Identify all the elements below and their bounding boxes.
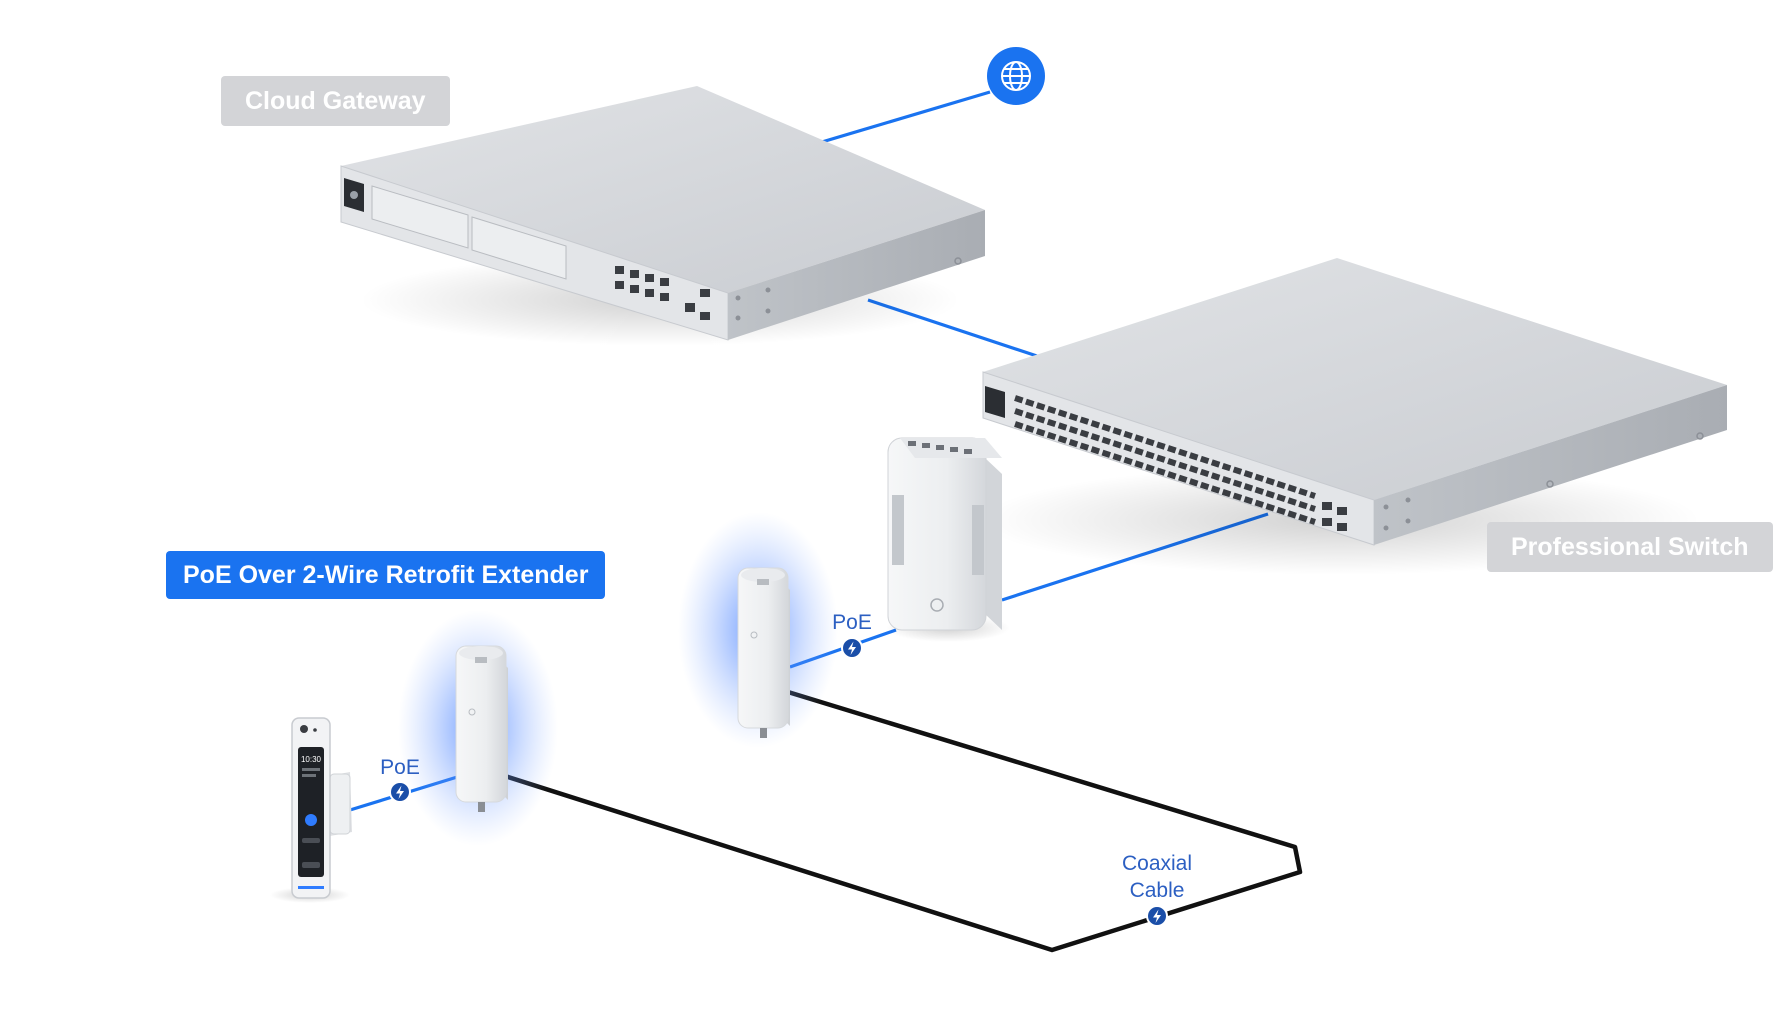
gateway-ethernet-ports xyxy=(615,266,710,320)
ubiquiti-logo-icon xyxy=(930,598,944,612)
coaxial-cable xyxy=(502,689,1303,953)
poe-label-right: PoE xyxy=(832,611,872,634)
intercom-clock: 10:30 xyxy=(301,755,322,764)
lightning-bolt-icon xyxy=(396,785,404,799)
coaxial-label-line2: Cable xyxy=(1130,879,1185,902)
power-badge-coaxial xyxy=(1146,905,1168,927)
coaxial-label-line1: Coaxial xyxy=(1122,852,1192,875)
professional-switch-label: Professional Switch xyxy=(1487,522,1773,572)
poe-adapter-device xyxy=(886,437,1010,642)
internet-globe-badge xyxy=(987,47,1045,105)
left-extender-device xyxy=(398,610,558,846)
poe-adapter-terminals xyxy=(892,495,984,575)
extender-label: PoE Over 2-Wire Retrofit Extender xyxy=(166,551,606,599)
poe-adapter-ports xyxy=(908,441,972,454)
lightning-bolt-icon xyxy=(848,641,856,655)
lightning-bolt-icon xyxy=(1153,909,1161,923)
switch-sfp-ports xyxy=(1322,502,1347,531)
access-intercom-device: 10:30 xyxy=(270,717,352,903)
cloud-gateway-device xyxy=(340,86,985,346)
power-badge-poe-right xyxy=(841,637,863,659)
switch-port-grid xyxy=(1014,395,1316,525)
internet-link xyxy=(794,90,991,152)
right-extender-device xyxy=(678,512,838,748)
poe-label-left: PoE xyxy=(380,756,420,779)
cloud-gateway-label: Cloud Gateway xyxy=(221,76,450,126)
globe-icon xyxy=(1001,61,1031,91)
power-badge-poe-left xyxy=(389,781,411,803)
